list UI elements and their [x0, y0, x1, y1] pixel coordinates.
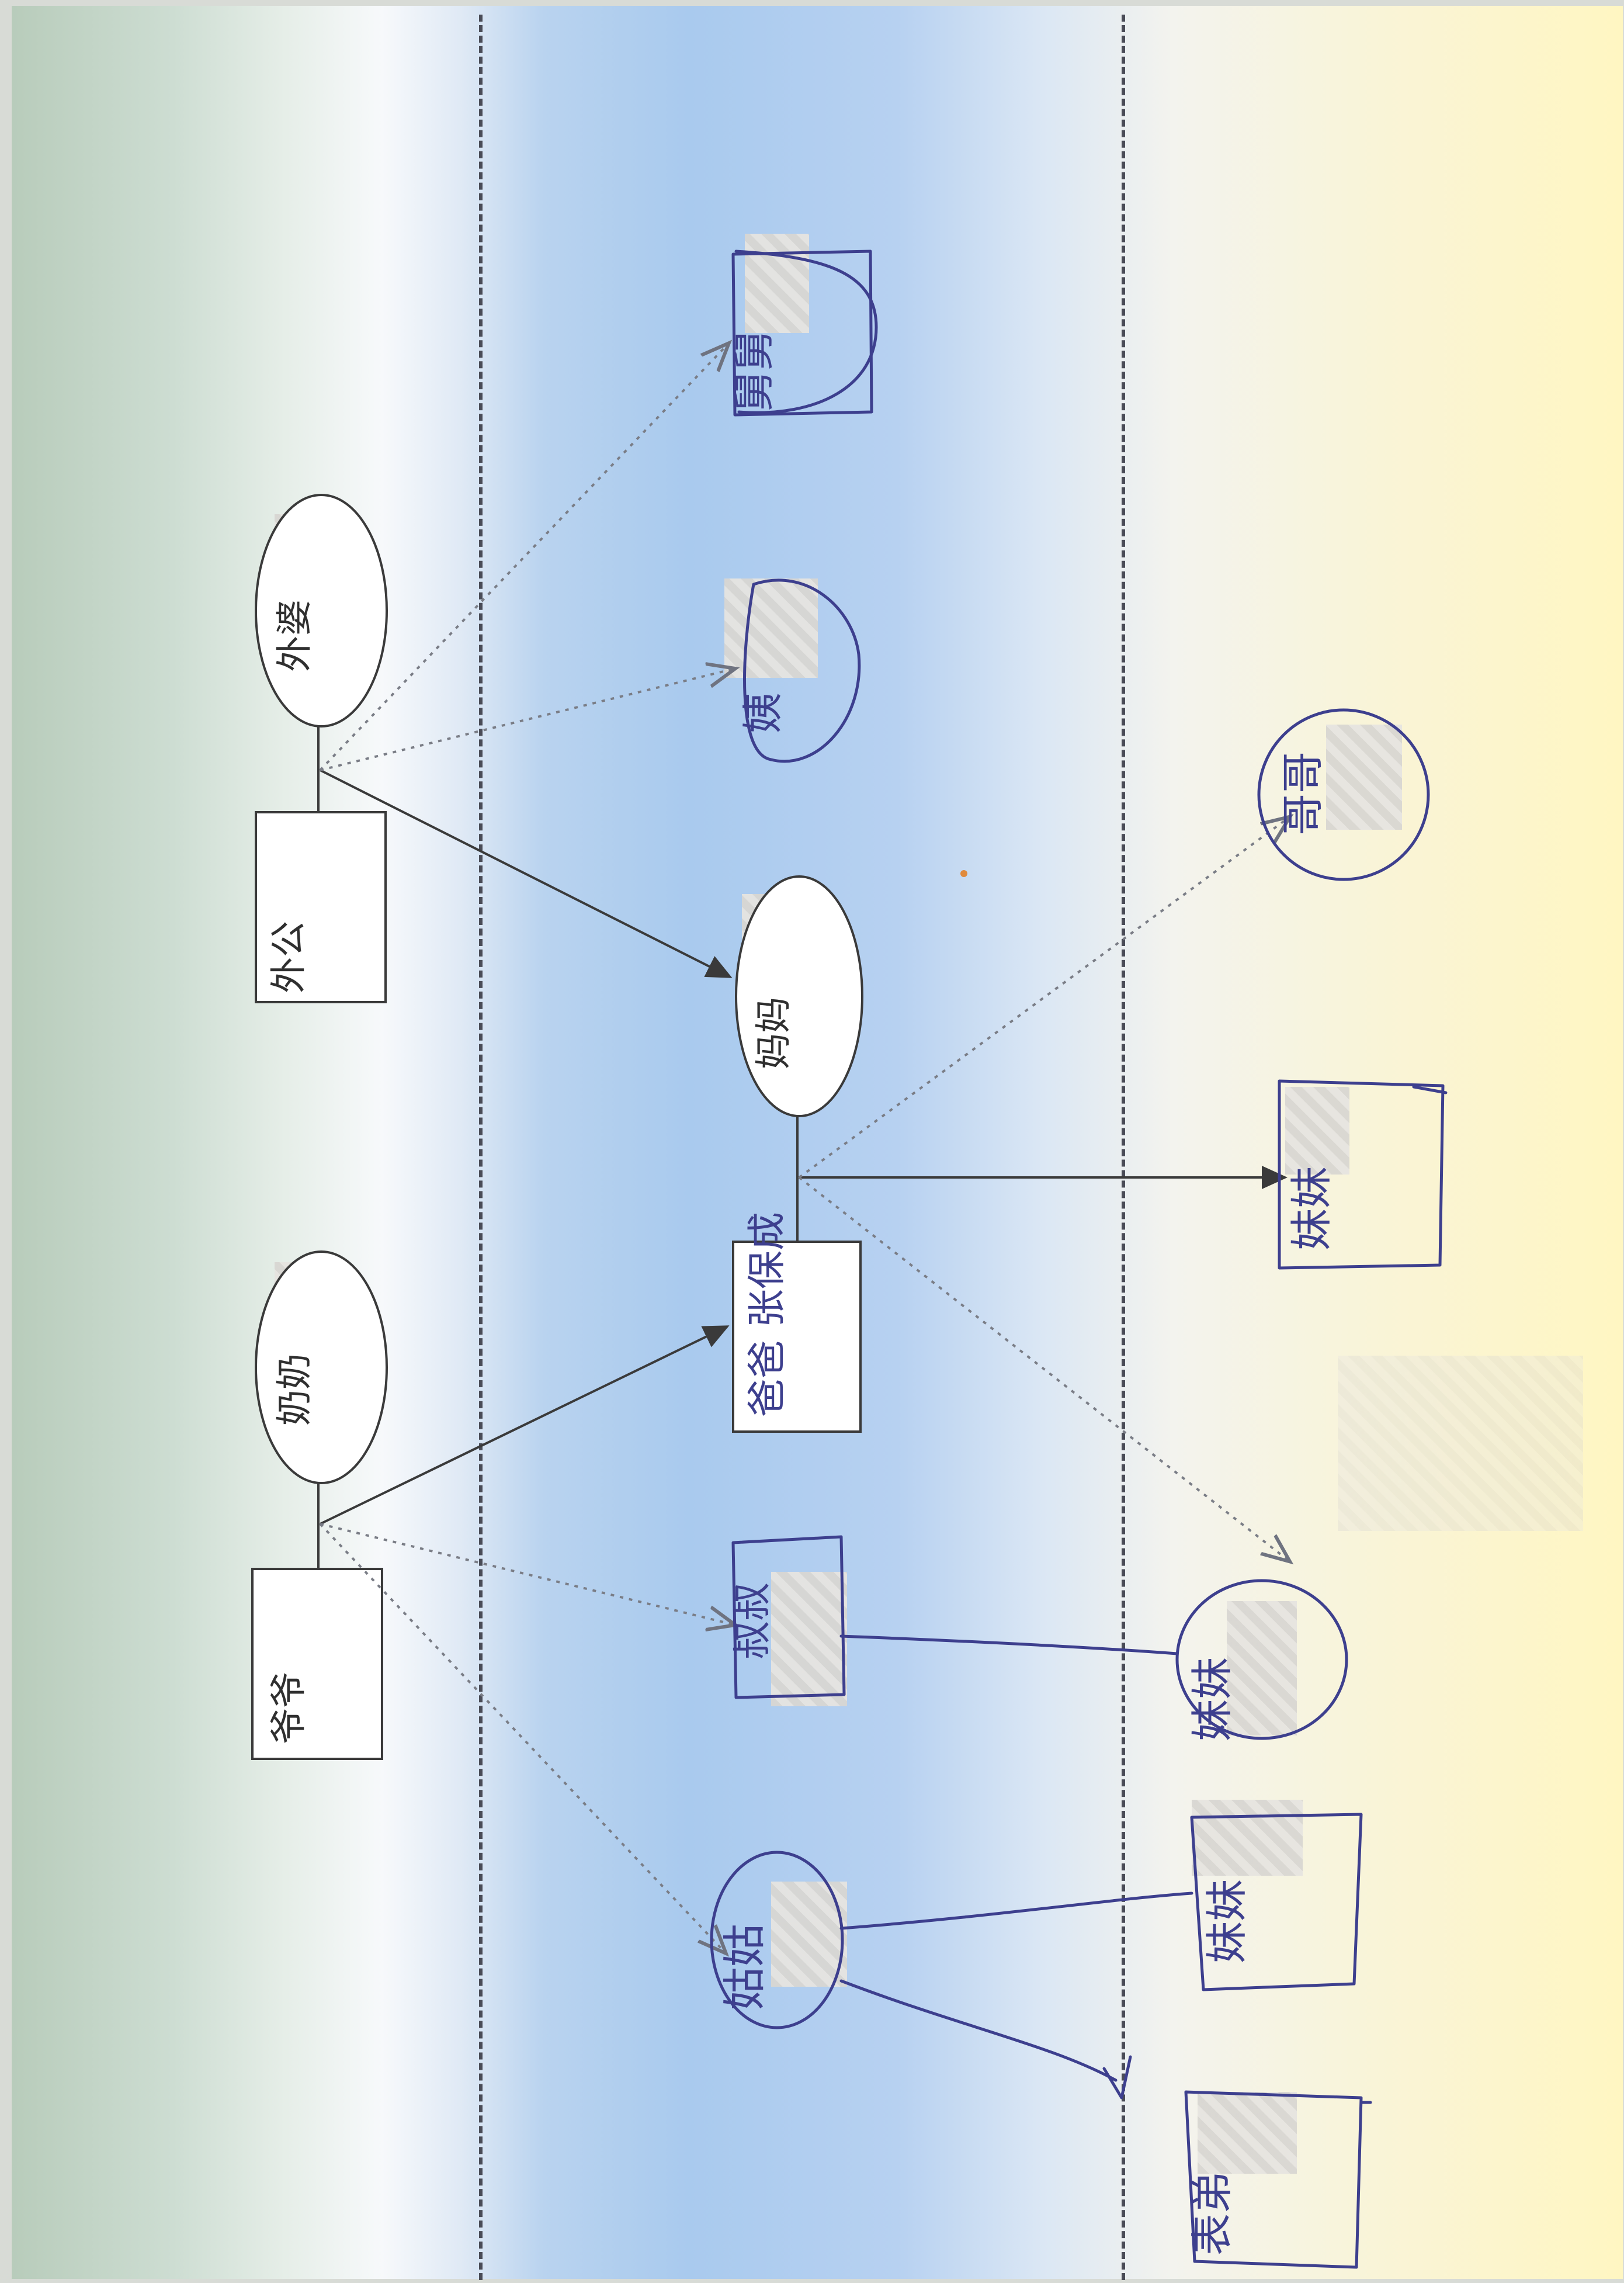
arrow-to-father — [320, 1325, 730, 1525]
uncle-maternal-loop — [734, 250, 878, 414]
photo-placeholder — [1198, 2092, 1297, 2174]
photo-placeholder — [1285, 1087, 1349, 1175]
cousin-sister-box — [1190, 1813, 1363, 1991]
aunt-to-cousin-brother-line — [839, 1979, 1118, 2082]
label-cousin-sister-right: 妹妹 — [1188, 1657, 1237, 1741]
faded-patch — [1338, 1356, 1583, 1531]
grandpa-paternal-node — [251, 1568, 383, 1760]
dotted-arrow-to-cousin — [798, 1176, 1288, 1560]
arrow-to-mother — [320, 769, 733, 978]
hand-arrowhead — [1102, 2055, 1132, 2100]
label-aunt-maternal: 姨 — [739, 692, 787, 733]
dotted-arrow-to-aunt-maternal — [320, 669, 733, 771]
label-uncle-paternal: 叔叔 — [730, 1582, 775, 1660]
label-uncle-maternal: 舅舅 — [730, 330, 778, 412]
photo-placeholder — [1326, 725, 1402, 830]
label-cousin-sister-lower: 妹妹 — [1202, 1879, 1251, 1963]
dotted-arrow-to-brother — [798, 818, 1288, 1179]
aunt-paternal-oval — [710, 1851, 844, 2029]
label-aunt-paternal: 姑姑 — [720, 1924, 770, 2010]
photo-placeholder — [771, 1572, 847, 1706]
label-grandpa-paternal: 爷爷 — [269, 1672, 309, 1744]
label-father: 爸爸 张保成 — [744, 1212, 789, 1417]
generation-divider-lower — [1122, 15, 1125, 2280]
generation-divider-upper — [479, 15, 483, 2280]
uncle-maternal-box — [731, 250, 873, 417]
photo-placeholder — [1227, 1601, 1297, 1735]
photo-placeholder — [724, 578, 818, 678]
stray-mark — [960, 870, 967, 877]
label-mother: 妈妈 — [754, 997, 794, 1069]
label-brother: 哥哥 — [1278, 751, 1327, 836]
label-grandpa-maternal: 外公 — [269, 921, 309, 993]
grandma-maternal-node — [255, 494, 388, 727]
aunt-maternal-oval — [743, 578, 861, 763]
cousin-oval — [1175, 1579, 1348, 1740]
photo-placeholder — [1192, 1800, 1303, 1876]
grandma-paternal-node — [255, 1250, 388, 1484]
label-sister-visible: 妹妹 — [1287, 1166, 1336, 1250]
mother-node — [735, 875, 863, 1117]
sister-box — [1278, 1079, 1445, 1270]
dotted-arrow-to-uncle-maternal — [319, 345, 727, 771]
uncle-paternal-box — [731, 1535, 846, 1699]
label-cousin-brother: 表弟 — [1188, 2171, 1237, 2256]
father-node — [732, 1241, 862, 1433]
photo-placeholder — [745, 234, 809, 333]
grandpa-maternal-node — [255, 811, 387, 1003]
aunt-to-cousin-sister-line — [839, 1891, 1193, 1930]
uncle-to-cousin-line — [839, 1634, 1179, 1655]
cousin-brother-box — [1184, 2090, 1363, 2269]
label-grandma-maternal: 外婆 — [275, 600, 315, 672]
label-grandma-paternal: 奶奶 — [275, 1353, 315, 1426]
brother-oval — [1257, 708, 1430, 881]
